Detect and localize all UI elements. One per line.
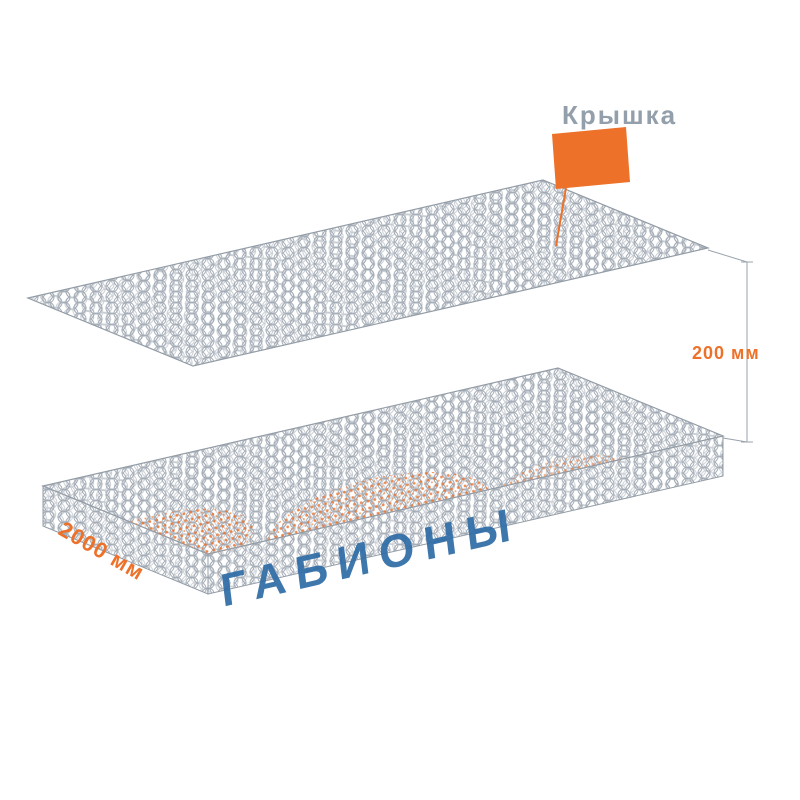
top-mesh-sheet bbox=[26, 179, 710, 367]
callout-swatch bbox=[552, 127, 630, 189]
callout-leader-line bbox=[555, 187, 567, 247]
height-dimension-label: 200 мм bbox=[692, 343, 760, 363]
callout-label: Крышка bbox=[562, 100, 678, 130]
height-dimension-line bbox=[707, 249, 753, 443]
bottom-mesh-mattress bbox=[41, 367, 725, 595]
